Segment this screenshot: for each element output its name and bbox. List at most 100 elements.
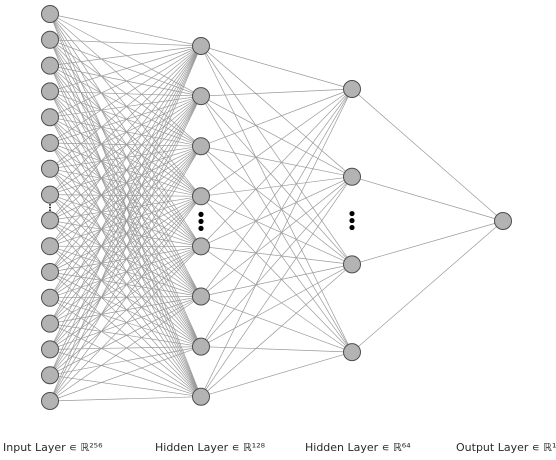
connection-line [49, 194, 202, 347]
connection-line [49, 142, 202, 297]
connection-line [200, 88, 353, 347]
connection-line [49, 91, 202, 97]
hidden1-neuron [192, 237, 210, 256]
hidden-layer-2-label: Hidden Layer ∊ ℝ⁶⁴ [305, 441, 411, 454]
connection-line [200, 88, 353, 147]
connection-line [49, 142, 202, 197]
connection-line [49, 45, 202, 402]
connection-line [351, 176, 504, 222]
connection-line [49, 45, 202, 170]
hidden2-neuron [343, 80, 361, 98]
connection-line [49, 91, 202, 247]
connection-line [49, 13, 202, 297]
connection-line [49, 220, 202, 347]
connection-line [49, 91, 202, 397]
connection-line [200, 95, 353, 353]
connection-line [49, 45, 202, 247]
connection-line [49, 45, 202, 324]
connection-line [49, 145, 202, 247]
input-neuron [41, 108, 59, 127]
connection-line [49, 116, 202, 197]
connection-line [49, 195, 202, 221]
connection-line [49, 297, 202, 397]
connection-line [49, 195, 202, 247]
connection-line [49, 65, 202, 147]
connection-line [49, 271, 202, 347]
hidden1-neuron [192, 187, 210, 206]
connection-line [200, 195, 353, 265]
hidden2-neuron [343, 343, 361, 362]
input-neuron [41, 159, 59, 178]
connection-line [49, 39, 202, 347]
connection-line [49, 95, 202, 247]
connection-line [49, 45, 202, 273]
connection-line [49, 91, 202, 347]
connection-line [49, 95, 202, 376]
connection-line [49, 95, 202, 118]
connection-line [49, 323, 202, 347]
input-ellipsis-dot [49, 206, 51, 209]
connection-line [49, 323, 202, 398]
connection-line [200, 196, 353, 353]
connection-line [49, 95, 202, 144]
connection-line [49, 349, 202, 398]
input-neuron [41, 263, 59, 281]
connection-line [49, 39, 202, 47]
connection-line [49, 45, 202, 66]
connection-line [49, 346, 202, 376]
connection-line [49, 374, 202, 398]
connection-line [49, 220, 202, 247]
connection-line [49, 45, 202, 298]
connection-line [49, 145, 202, 324]
connection-line [49, 65, 202, 347]
hidden2-ellipsis-dot [349, 224, 355, 231]
hidden2-ellipsis-dot [349, 210, 355, 217]
connection-line [49, 45, 202, 350]
connection-line [200, 45, 353, 265]
hidden1-neuron [192, 37, 210, 55]
connection-line [49, 194, 202, 397]
connection-line [200, 176, 353, 247]
connection-line [49, 95, 202, 221]
connection-line [200, 351, 353, 398]
connection-line [49, 142, 202, 397]
hidden1-neuron [192, 387, 210, 406]
connection-line [49, 246, 202, 350]
connection-line [200, 88, 353, 297]
connection-line [49, 145, 202, 195]
connection-line [49, 65, 202, 397]
neural-network-diagram [41, 5, 512, 410]
connection-line [49, 145, 202, 299]
connection-line [49, 116, 202, 247]
connection-line [49, 296, 202, 350]
input-neuron [41, 211, 59, 230]
connection-line [49, 246, 202, 402]
connection-line [200, 346, 353, 353]
connection-line [49, 39, 202, 97]
connection-line [49, 346, 202, 350]
connection-line [49, 245, 202, 347]
connection-line [49, 196, 202, 299]
connection-line [49, 91, 202, 147]
connection-line [49, 196, 202, 402]
input-neuron [41, 82, 59, 101]
input-neuron [41, 56, 59, 75]
connection-line [49, 65, 202, 247]
connection-line [49, 117, 202, 397]
connection-line [200, 45, 353, 90]
connection-line [49, 116, 202, 297]
connection-line [49, 39, 202, 147]
connection-line [49, 45, 202, 376]
input-ellipsis-dot [49, 209, 51, 212]
connection-line [49, 246, 202, 273]
connection-line [200, 246, 353, 353]
ellipsis-markers [49, 204, 355, 231]
connection-line [49, 39, 202, 297]
neurons [41, 5, 512, 410]
connection-line [200, 88, 353, 397]
connection-line [49, 91, 202, 297]
connection-line [49, 145, 202, 273]
connection-line [49, 142, 202, 347]
input-neuron [41, 30, 59, 49]
connection-line [49, 297, 202, 347]
